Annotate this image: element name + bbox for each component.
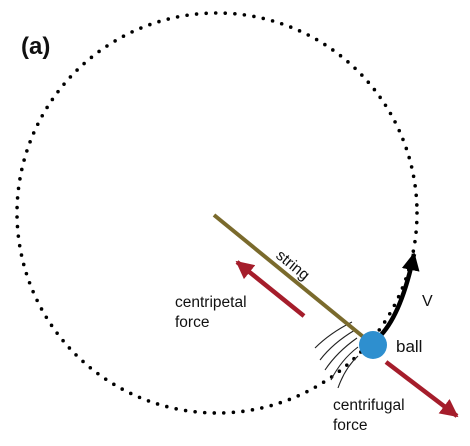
velocity-arrow (379, 252, 420, 337)
motion-lines (314, 321, 359, 389)
velocity-label: V (422, 293, 433, 310)
ball (359, 331, 387, 359)
centripetal-force-arrow (235, 260, 306, 318)
centripetal-force-label: centripetal force (175, 294, 251, 331)
centrifugal-force-arrow (384, 360, 459, 418)
centrifugal-force-label: centrifugal force (333, 397, 409, 434)
string-line (212, 213, 374, 346)
orbit-dotted-circle (15, 11, 419, 415)
panel-label: (a) (21, 33, 50, 60)
ball-label: ball (396, 337, 422, 356)
